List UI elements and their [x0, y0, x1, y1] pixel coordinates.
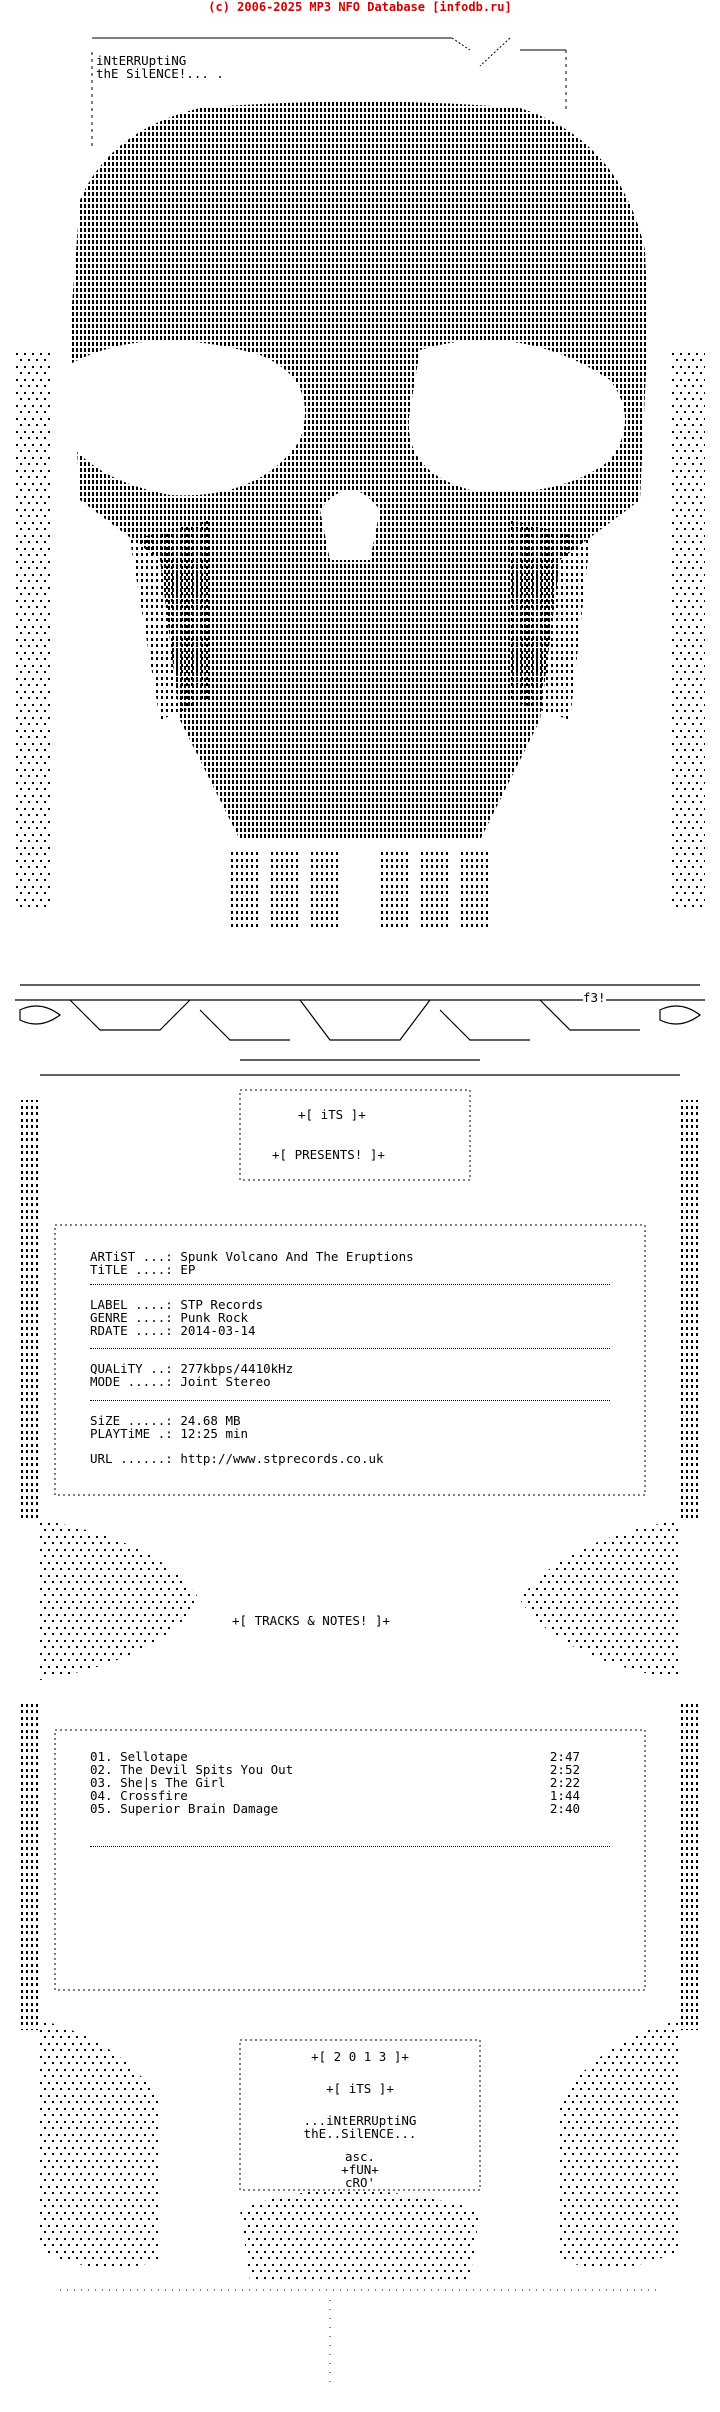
footer-year: +[ 2 0 1 3 ]+ [311, 2049, 409, 2064]
track-title: 05. Superior Brain Damage [90, 1801, 279, 1816]
quality-value: 277kbps/4410kHz [180, 1361, 294, 1376]
divider [90, 1400, 610, 1401]
size-value: 24.68 MB [180, 1413, 241, 1428]
tracks-header: +[ TRACKS & NOTES! ]+ [232, 1613, 391, 1628]
footer-its: +[ iTS ]+ [326, 2081, 394, 2096]
quality-label: QUALiTY ..: [90, 1361, 173, 1376]
divider [90, 1348, 610, 1349]
footer-line-1: ...iNtERRUptiNG [303, 2113, 417, 2128]
top-frame [91, 37, 567, 150]
credit-fun: +fUN+ [341, 2162, 379, 2177]
artist-label: ARTiST ...: [90, 1249, 173, 1264]
label-label: LABEL ....: [90, 1297, 173, 1312]
credit-asc: asc. [344, 2149, 376, 2164]
size-label: SiZE .....: [90, 1413, 173, 1428]
mode-value: Joint Stereo [180, 1374, 271, 1389]
intro-line-1: iNtERRUptiNG [96, 53, 187, 68]
footer-line-2: thE..SilENCE... [303, 2126, 417, 2141]
url-link[interactable]: http://www.stprecords.co.uk [180, 1451, 384, 1466]
intro-line-2: thE SilENCE!... . [96, 66, 224, 81]
genre-value: Punk Rock [180, 1310, 249, 1325]
track-title: 03. She|s The Girl [90, 1775, 226, 1790]
site-header: (c) 2006-2025 MP3 NFO Database [infodb.r… [208, 0, 512, 14]
release-info: ARTiST ...: Spunk Volcano And The Erupti… [90, 1250, 630, 1490]
track-title: 04. Crossfire [90, 1788, 188, 1803]
teeth [230, 850, 490, 930]
list-item: 04. Crossfire 1:44 [90, 1789, 580, 1802]
list-item: 03. She|s The Girl 2:22 [90, 1776, 580, 1789]
track-duration: 2:47 [549, 1749, 580, 1764]
artist-value: Spunk Volcano And The Eruptions [180, 1249, 414, 1264]
right-eye [408, 340, 625, 492]
mode-label: MODE .....: [90, 1374, 173, 1389]
playtime-value: 12:25 min [180, 1426, 249, 1441]
skull [70, 101, 648, 840]
track-duration: 2:40 [549, 1801, 580, 1816]
list-item: 01. Sellotape 2:47 [90, 1750, 580, 1763]
track-duration: 1:44 [549, 1788, 580, 1803]
info-box [54, 1224, 646, 1991]
nose [320, 490, 380, 560]
label-value: STP Records [180, 1297, 264, 1312]
left-eye [60, 340, 305, 496]
presents-label: +[ PRESENTS! ]+ [272, 1147, 385, 1162]
url-label: URL ......: [90, 1451, 173, 1466]
title-value: EP [180, 1262, 196, 1277]
its-label: +[ iTS ]+ [298, 1107, 366, 1122]
divider [90, 1846, 610, 1847]
rdate-label: RDATE ....: [90, 1323, 173, 1338]
list-item: 02. The Devil Spits You Out 2:52 [90, 1763, 580, 1776]
footer-box: +[ 2 0 1 3 ]+ +[ iTS ]+ ...iNtERRUptiNG … [250, 2050, 470, 2185]
track-title: 01. Sellotape [90, 1749, 188, 1764]
track-title: 02. The Devil Spits You Out [90, 1762, 294, 1777]
track-duration: 2:22 [549, 1775, 580, 1790]
rdate-value: 2014-03-14 [180, 1323, 256, 1338]
logo-tag: f3! [583, 990, 606, 1005]
divider [90, 1284, 610, 1285]
list-item: 05. Superior Brain Damage 2:40 [90, 1802, 580, 1815]
track-list: 01. Sellotape 2:47 02. The Devil Spits Y… [90, 1750, 620, 1980]
track-duration: 2:52 [549, 1762, 580, 1777]
playtime-label: PLAYTiME .: [90, 1426, 173, 1441]
credit-cro: cRO' [250, 2176, 470, 2189]
title-label: TiTLE ....: [90, 1262, 173, 1277]
genre-label: GENRE ....: [90, 1310, 173, 1325]
